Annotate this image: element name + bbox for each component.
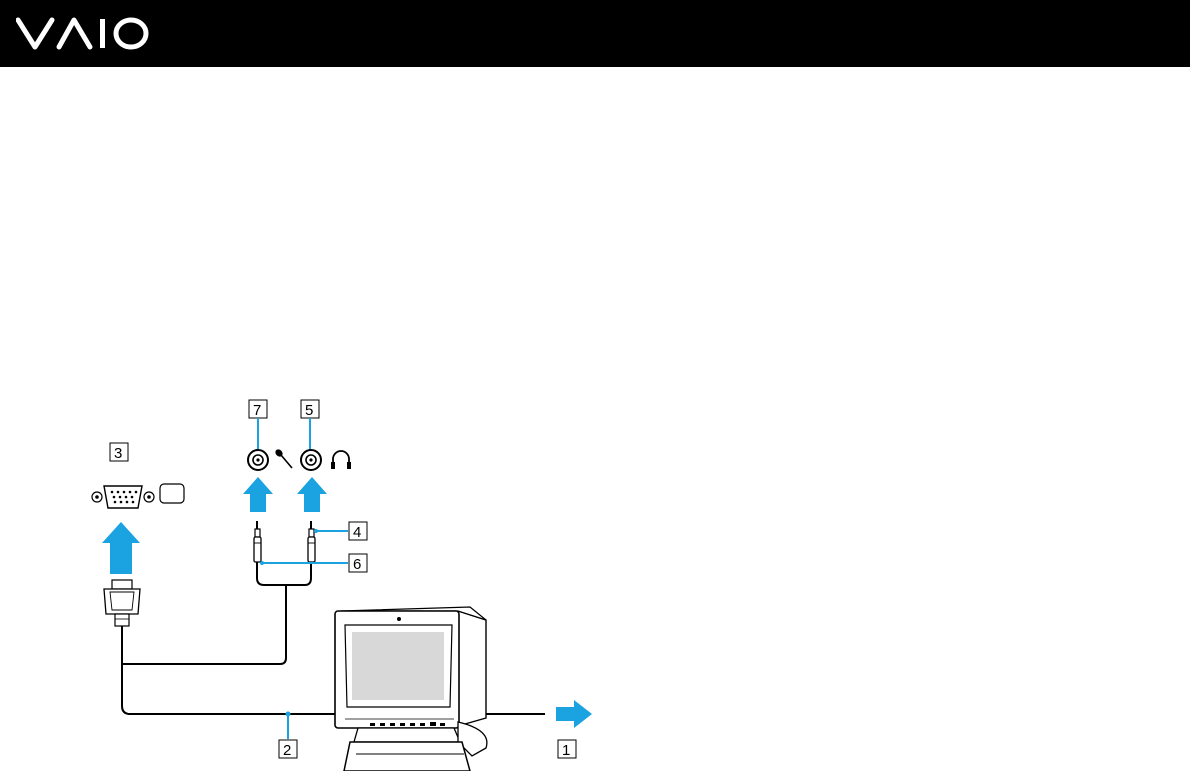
callout-5-label: 5: [305, 402, 313, 419]
arrow-up-headphone: [297, 477, 327, 512]
callout-2: 2: [279, 712, 297, 760]
callout-1-label: 1: [562, 742, 570, 759]
audio-cable-run: [122, 585, 286, 664]
callout-4: 4: [314, 522, 367, 541]
callout-6-label: 6: [353, 556, 361, 573]
monitor-port-icon: [160, 484, 184, 503]
header-bar: [0, 0, 1190, 67]
microphone-icon: [274, 448, 292, 468]
callout-7: 7: [249, 400, 267, 450]
headphone-jack: [301, 450, 321, 470]
callout-2-label: 2: [283, 742, 291, 759]
microphone-jack: [248, 450, 268, 470]
vaio-logo: [16, 14, 152, 52]
audio-plug-right: [308, 521, 315, 562]
outlet-arrow-icon: [556, 700, 592, 728]
callout-1: 1: [558, 740, 576, 759]
vga-cable-run: [122, 626, 345, 714]
audio-plug-left: [254, 521, 261, 562]
callout-5: 5: [301, 400, 319, 450]
callout-7-label: 7: [253, 402, 261, 419]
headphones-icon: [331, 451, 351, 469]
arrow-up-microphone: [243, 477, 273, 512]
callout-3-label: 3: [114, 445, 122, 462]
audio-cable: [257, 562, 311, 585]
monitor-port: [92, 486, 154, 508]
vga-plug: [104, 580, 140, 626]
callout-4-label: 4: [353, 524, 361, 541]
monitor-screen: [352, 632, 444, 700]
connection-diagram: 3 7 5: [0, 67, 1190, 771]
callout-3: 3: [110, 443, 128, 462]
external-monitor: [335, 607, 487, 771]
arrow-up-vga: [102, 522, 140, 574]
